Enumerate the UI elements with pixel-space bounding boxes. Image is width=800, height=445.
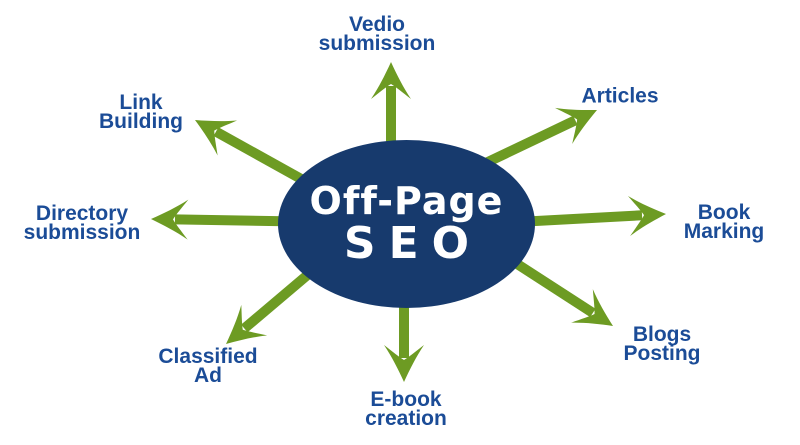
center-ellipse: Off-Page SEO [278,140,535,308]
label-articles: Articles [581,84,659,108]
label-link-building: Link Building [99,91,183,133]
center-title-bottom: SEO [343,218,483,269]
label-classified-ad: Classified Ad [158,345,258,387]
label-vedio-submission: Vedio submission [318,13,436,55]
label-e-book-creation: E-book creation [365,388,447,430]
center-title-top: Off-Page [309,179,504,223]
label-directory-submission: Directory submission [23,202,141,244]
label-blogs-posting: Blogs Posting [623,323,701,365]
label-book-marking: Book Marking [683,201,765,243]
